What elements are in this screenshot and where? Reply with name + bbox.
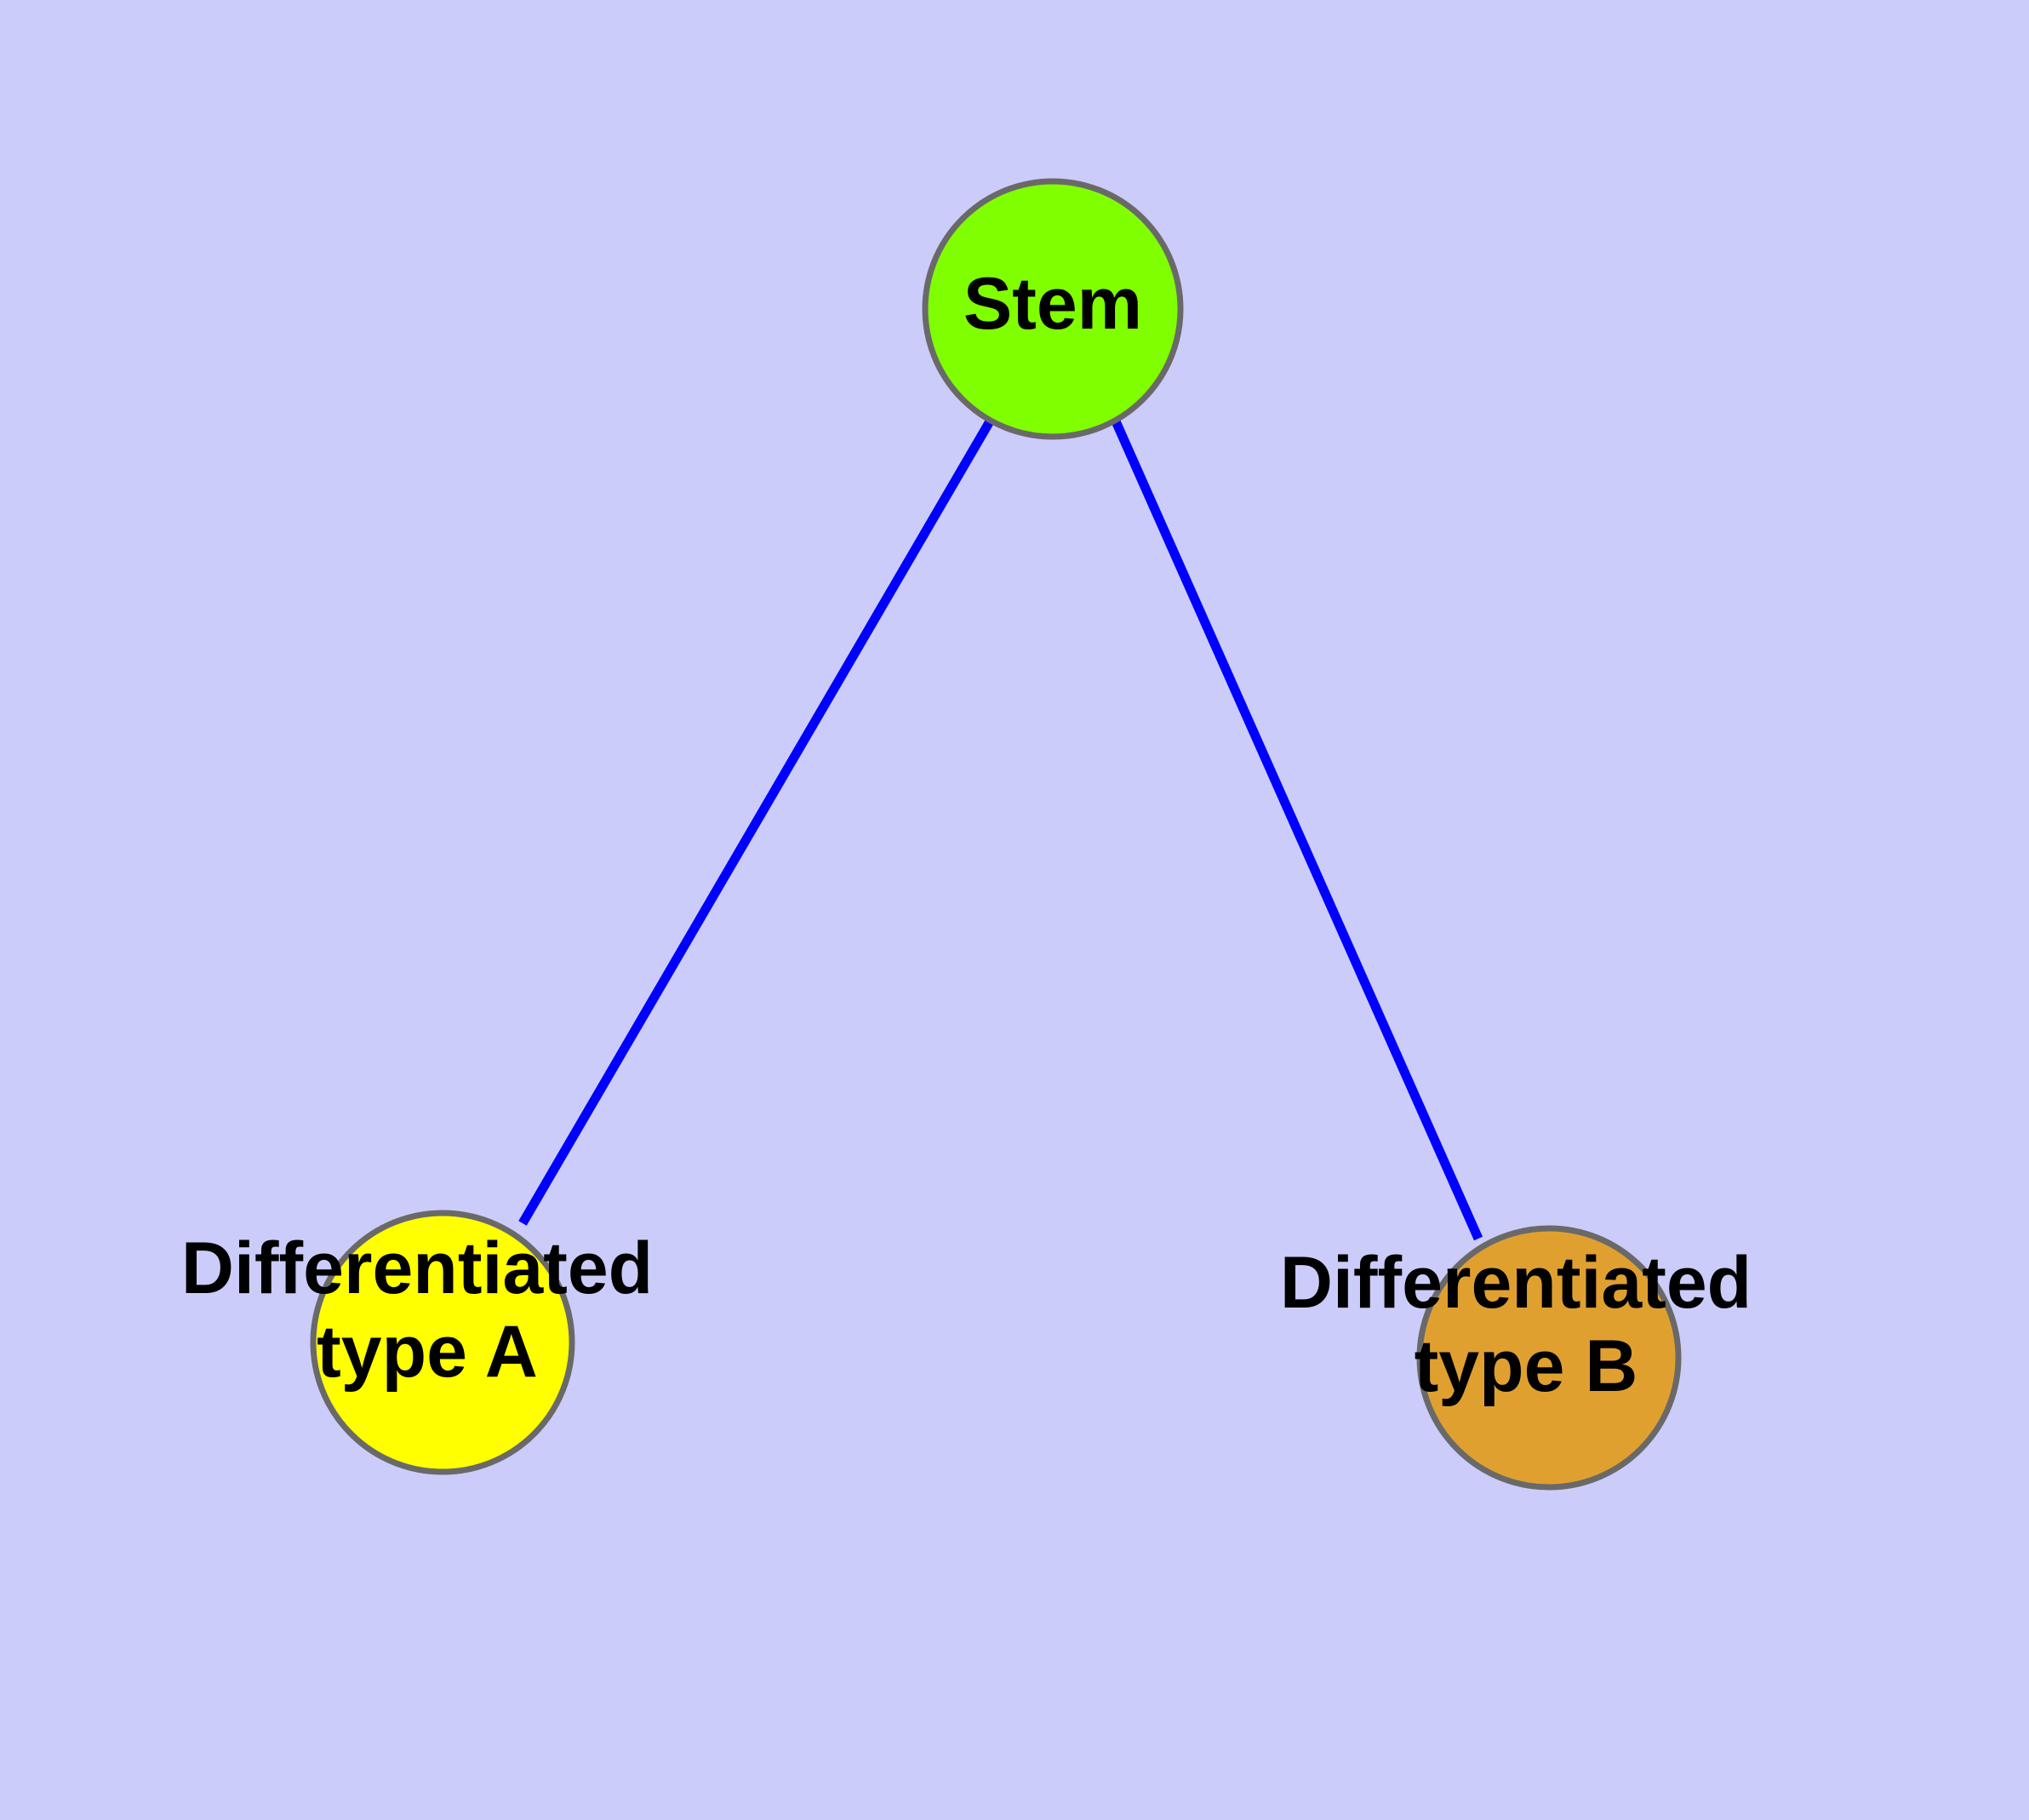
node-differentiated-type-a-circle[interactable] [310, 1210, 575, 1475]
node-differentiated-type-a-label: Differentiated type A [181, 1228, 673, 1393]
edge-stem-to-differentiated-type-a [518, 419, 994, 1226]
node-differentiated-type-b-circle[interactable] [1416, 1225, 1682, 1491]
edges-layer [518, 419, 1483, 1241]
node-differentiated-type-a[interactable]: Differentiated type A [181, 1210, 673, 1475]
node-stem-circle[interactable] [922, 178, 1184, 440]
node-differentiated-type-a-label-line-2: type A [317, 1311, 538, 1393]
edge-stem-to-differentiated-type-b [1111, 419, 1483, 1241]
node-stem[interactable]: Stem [922, 178, 1184, 440]
node-differentiated-type-b-label-line-2: type B [1415, 1325, 1638, 1407]
nodes-layer: Stem Differentiated type A Differentiate… [181, 178, 1772, 1491]
node-differentiated-type-b-label-line-1: Differentiated [1280, 1242, 1752, 1324]
node-differentiated-type-b[interactable]: Differentiated type B [1280, 1225, 1772, 1491]
node-differentiated-type-b-label: Differentiated type B [1280, 1242, 1772, 1407]
node-stem-label: Stem [963, 263, 1142, 345]
node-stem-label-line-1: Stem [963, 263, 1142, 345]
node-differentiated-type-a-label-line-1: Differentiated [181, 1228, 653, 1309]
